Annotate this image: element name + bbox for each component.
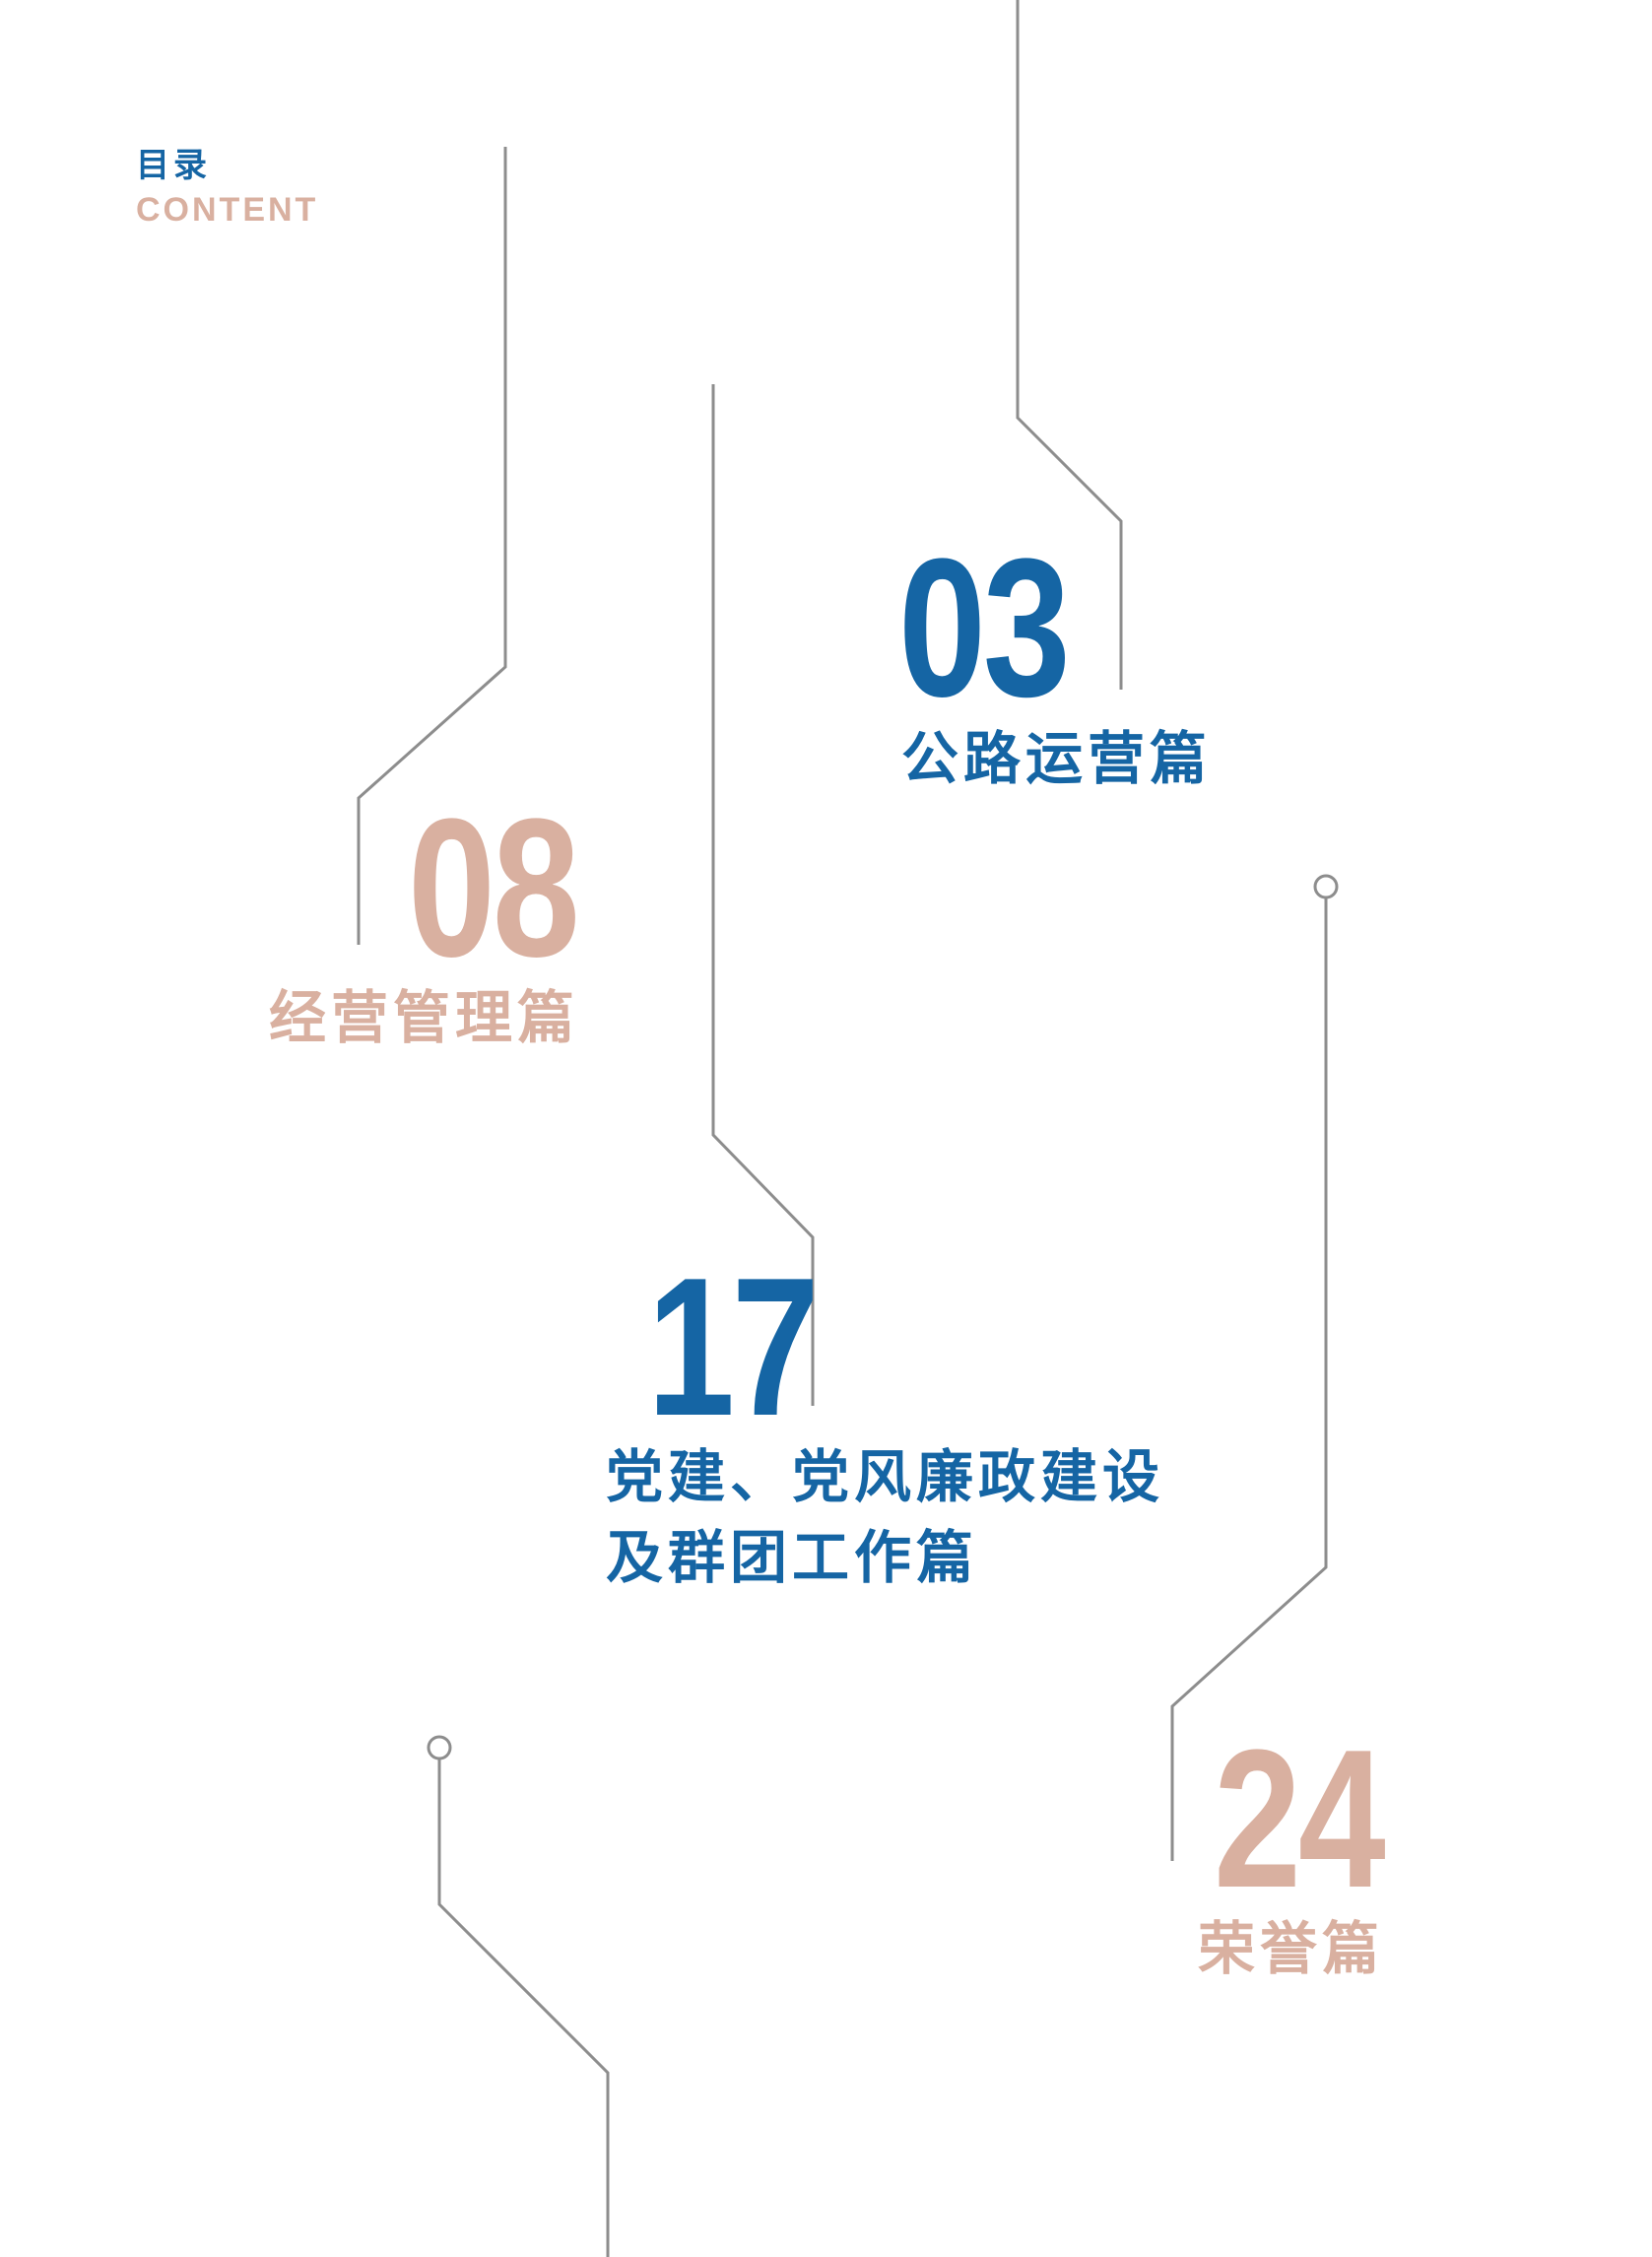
toc-entry-page-number: 17 (647, 1237, 820, 1457)
page-title-en: CONTENT (136, 190, 319, 229)
toc-entry-page-number: 08 (408, 778, 580, 998)
toc-entry-chapter-title: 荣誉篇 (1198, 1917, 1385, 1981)
connector-dot-right (1313, 874, 1339, 899)
connector-line-bottom-left (437, 1759, 610, 2257)
connector-dot-bottom-left (427, 1735, 452, 1760)
toc-entry-page-number: 24 (1214, 1709, 1386, 1929)
toc-entry-page-number: 03 (898, 518, 1071, 738)
toc-entry-chapter-title: 党建、党风廉政建设 及群团工作篇 (606, 1445, 1165, 1591)
page-title-cn: 目录 (136, 147, 211, 184)
page-header: 目录 CONTENT (136, 146, 318, 231)
toc-entry-chapter-title: 经营管理篇 (269, 986, 580, 1050)
toc-entry-chapter-title: 公路运营篇 (901, 727, 1213, 791)
